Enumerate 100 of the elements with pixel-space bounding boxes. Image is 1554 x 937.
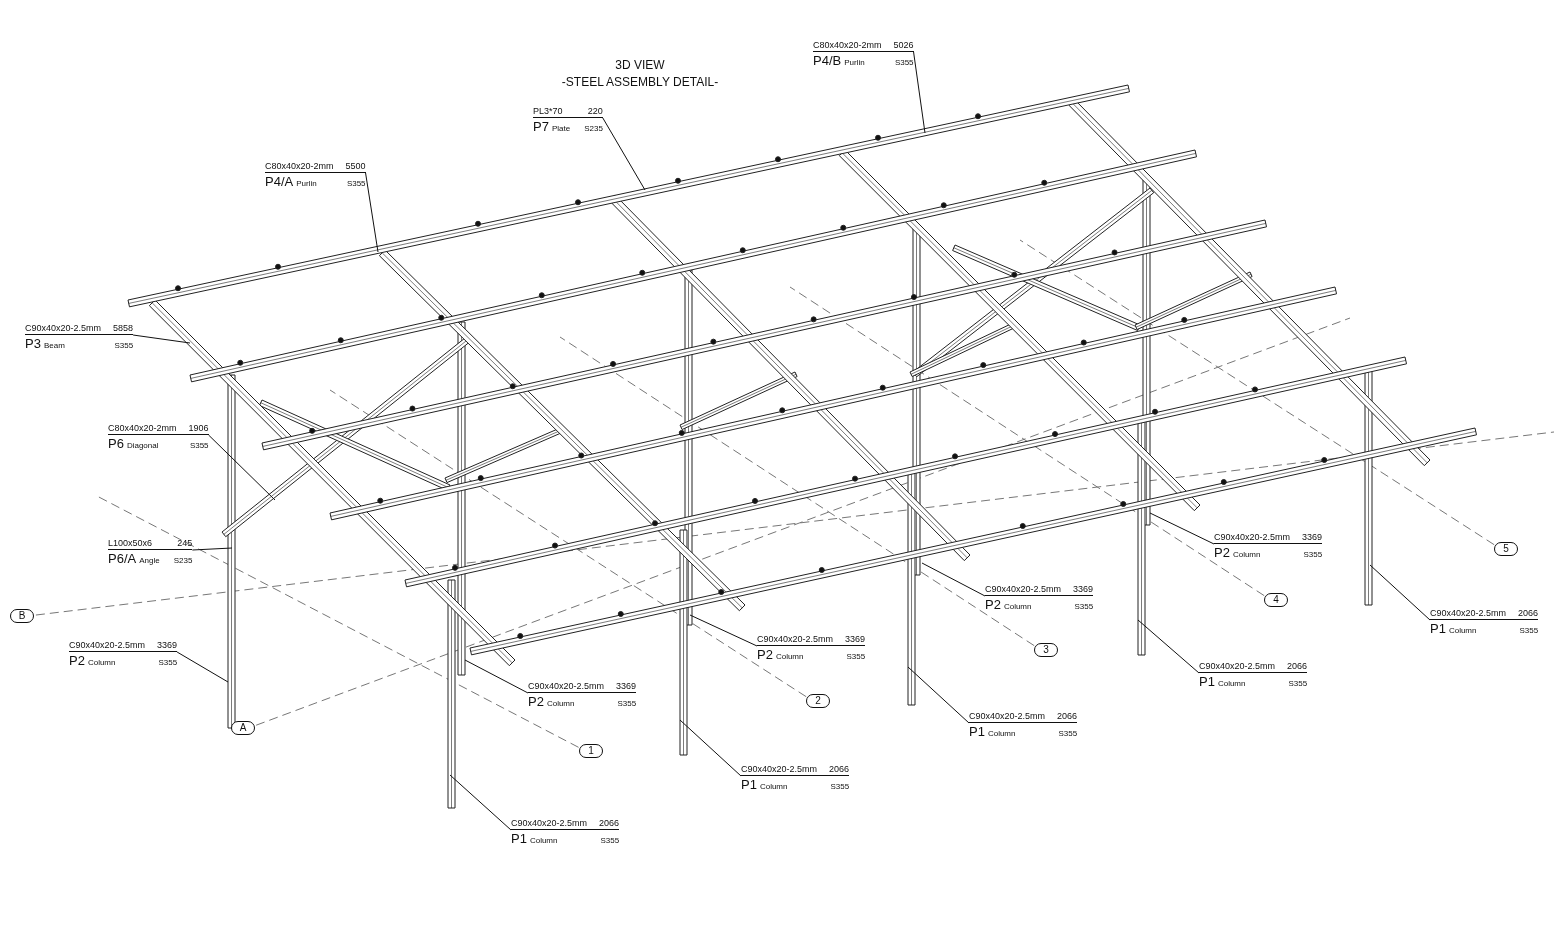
section-size: PL3*70 xyxy=(533,107,563,116)
grid-bubble: B xyxy=(10,609,34,623)
part-name: Column xyxy=(1448,627,1477,635)
section-size: C90x40x20-2.5mm xyxy=(25,324,102,333)
leader-line xyxy=(679,719,742,777)
section-size: C80x40x20-2mm xyxy=(108,424,177,433)
steel-grade: S355 xyxy=(157,659,178,667)
part-length: 3369 xyxy=(1073,585,1094,594)
leader-line xyxy=(602,117,646,191)
part-length: 5026 xyxy=(893,41,914,50)
grid-bubble: 4 xyxy=(1264,593,1288,607)
drawing-title: 3D VIEW xyxy=(614,58,666,72)
steel-grade: S355 xyxy=(616,700,637,708)
part-length: 2066 xyxy=(1518,609,1539,618)
part-name: Plate xyxy=(551,125,571,133)
part-name: Column xyxy=(759,783,788,791)
steel-grade: S355 xyxy=(188,442,209,450)
part-mark: P2 xyxy=(757,648,773,661)
part-mark: P6/A xyxy=(108,552,137,565)
part-length: 3369 xyxy=(1302,533,1323,542)
leader-line xyxy=(1369,564,1431,621)
leader-line xyxy=(449,774,512,831)
part-mark: P1 xyxy=(969,725,985,738)
part-name: Column xyxy=(775,653,804,661)
part-mark: P2 xyxy=(1214,546,1230,559)
part-name: Column xyxy=(546,700,575,708)
part-name: Column xyxy=(1232,551,1261,559)
leader-line xyxy=(365,172,379,253)
part-length: 3369 xyxy=(845,635,866,644)
leader-line xyxy=(1149,512,1215,545)
part-name: Column xyxy=(1217,680,1246,688)
steel-grade: S355 xyxy=(829,783,850,791)
part-name: Beam xyxy=(43,342,65,350)
leader-line xyxy=(689,614,758,647)
part-length: 2066 xyxy=(1057,712,1078,721)
part-mark: P1 xyxy=(1199,675,1215,688)
leader-line xyxy=(191,547,233,551)
part-length: 3369 xyxy=(157,641,178,650)
section-size: C90x40x20-2.5mm xyxy=(969,712,1046,721)
steel-grade: S355 xyxy=(1057,730,1078,738)
steel-grade: S355 xyxy=(345,180,366,188)
leader-line xyxy=(176,651,229,683)
steel-grade: S235 xyxy=(583,125,603,133)
part-name: Column xyxy=(529,837,558,845)
steel-grade: S355 xyxy=(1518,627,1539,635)
section-size: C80x40x20-2mm xyxy=(813,41,882,50)
grid-bubble: 2 xyxy=(806,694,830,708)
part-mark: P3 xyxy=(25,337,41,350)
grid-bubble: 5 xyxy=(1494,542,1518,556)
section-size: C90x40x20-2.5mm xyxy=(1199,662,1276,671)
section-size: C90x40x20-2.5mm xyxy=(757,635,834,644)
drawing-subtitle: -STEEL ASSEMBLY DETAIL- xyxy=(560,75,720,89)
section-size: C90x40x20-2.5mm xyxy=(1214,533,1291,542)
part-name: Angle xyxy=(139,557,160,565)
part-mark: P4/B xyxy=(813,54,842,67)
leader-line xyxy=(1137,619,1200,674)
section-size: C90x40x20-2.5mm xyxy=(511,819,588,828)
part-mark: P1 xyxy=(1430,622,1446,635)
part-name: Column xyxy=(87,659,116,667)
part-name: Purlin xyxy=(844,59,865,67)
part-name: Diagonal xyxy=(126,442,159,450)
part-mark: P1 xyxy=(741,778,757,791)
part-length: 1906 xyxy=(188,424,209,433)
part-length: 2066 xyxy=(599,819,620,828)
leader-line xyxy=(913,51,926,134)
leader-line xyxy=(907,666,970,724)
steel-grade: S355 xyxy=(893,59,914,67)
part-name: Purlin xyxy=(296,180,317,188)
part-mark: P2 xyxy=(69,654,85,667)
section-size: C80x40x20-2mm xyxy=(265,162,334,171)
part-mark: P1 xyxy=(511,832,527,845)
leader-line xyxy=(464,659,529,694)
steel-grade: S355 xyxy=(1287,680,1308,688)
part-name: Column xyxy=(987,730,1016,738)
steel-grade: S355 xyxy=(845,653,866,661)
section-size: C90x40x20-2.5mm xyxy=(69,641,146,650)
leader-line xyxy=(132,334,191,344)
part-length: 2066 xyxy=(829,765,850,774)
part-mark: P6 xyxy=(108,437,124,450)
leader-line xyxy=(208,434,276,501)
part-mark: P7 xyxy=(533,120,549,133)
section-size: C90x40x20-2.5mm xyxy=(528,682,605,691)
section-size: C90x40x20-2.5mm xyxy=(741,765,818,774)
steel-grade: S355 xyxy=(1302,551,1323,559)
grid-bubble: A xyxy=(231,721,255,735)
part-length: 5858 xyxy=(113,324,134,333)
part-mark: P4/A xyxy=(265,175,294,188)
part-length: 5500 xyxy=(345,162,366,171)
section-size: L100x50x6 xyxy=(108,539,153,548)
grid-bubble: 3 xyxy=(1034,643,1058,657)
part-name: Column xyxy=(1003,603,1032,611)
leader-line xyxy=(921,562,986,597)
part-mark: P2 xyxy=(985,598,1001,611)
part-length: 245 xyxy=(177,539,193,548)
part-length: 220 xyxy=(587,107,603,116)
part-length: 3369 xyxy=(616,682,637,691)
steel-grade: S355 xyxy=(1073,603,1094,611)
section-size: C90x40x20-2.5mm xyxy=(985,585,1062,594)
steel-grade: S355 xyxy=(113,342,134,350)
steel-grade: S355 xyxy=(599,837,620,845)
